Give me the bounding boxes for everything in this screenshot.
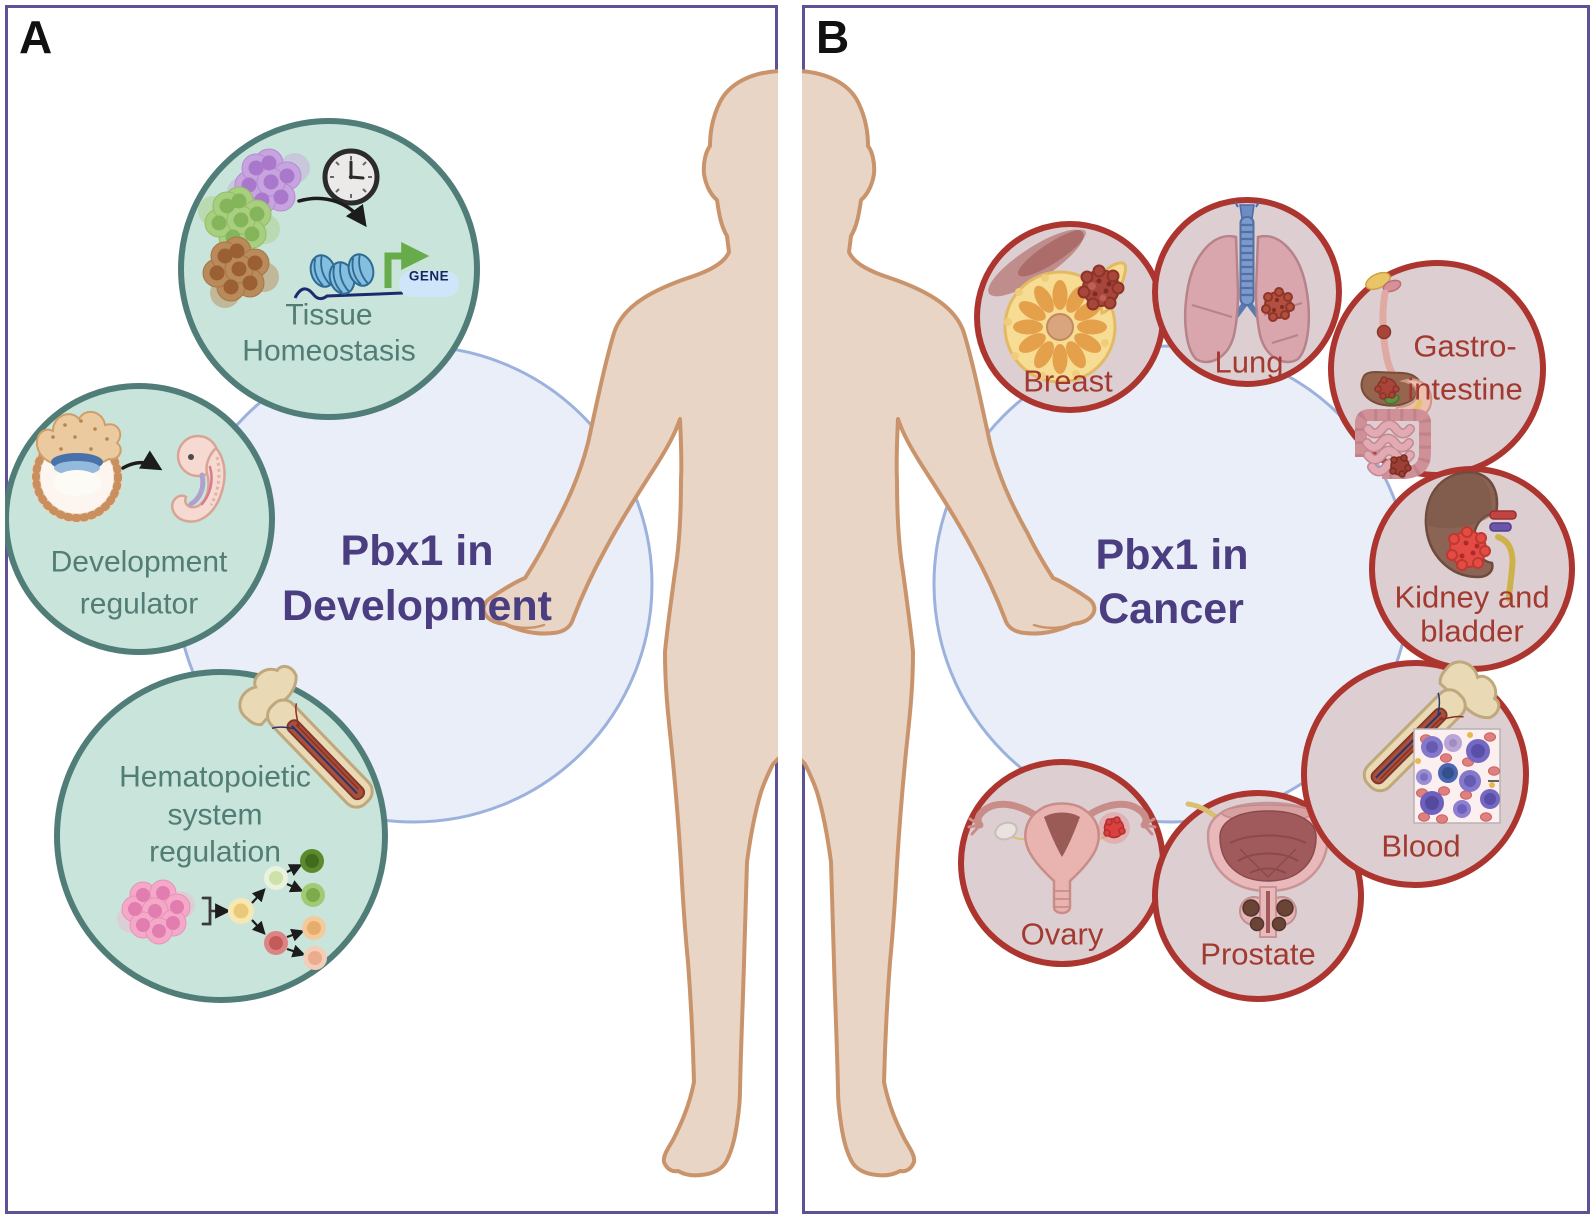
hematopoietic-bubble: Hematopoietic system regulation (54, 664, 388, 1003)
gene-label-pill (399, 271, 459, 297)
kidney-bladder-label-line1: Kidney and (1394, 580, 1549, 615)
blastocyst-illustration (31, 410, 123, 523)
tissue-homeostasis-label-line2: Homeostasis (242, 335, 415, 368)
breast-bubble: Breast (974, 221, 1166, 413)
breast-illustration (988, 229, 1127, 384)
gastro-intestine-bubble: Gastro- intestine (1328, 260, 1546, 479)
kidney-bladder-label-line2: bladder (1420, 614, 1523, 649)
blastocyst-to-embryo-arrow-icon (121, 450, 163, 471)
blood-smear-icon (1413, 728, 1501, 824)
hematopoietic-label-line2: system (167, 799, 262, 832)
blood-label: Blood (1381, 829, 1460, 864)
clock-icon (322, 148, 380, 206)
kidney-illustration (1424, 471, 1517, 602)
panel-a: GENE Tissue Homeostasis Dev (5, 5, 778, 1214)
tissue-homeostasis-bubble: GENE Tissue Homeostasis (178, 118, 480, 420)
prostate-label: Prostate (1200, 937, 1315, 972)
panel-b-title-line1: Pbx1 in (1096, 531, 1249, 579)
lung-bubble: Lung (1152, 197, 1342, 387)
development-regulator-label-line2: regulator (80, 588, 198, 621)
uterus-ovary-illustration (967, 800, 1157, 915)
development-regulator-bubble: Development regulator (5, 383, 275, 655)
intestine-tumor-icon (1389, 454, 1412, 478)
kidney-tumor-icon (1446, 526, 1491, 571)
gi-tract-illustration (1355, 271, 1433, 479)
nucleosome-dna-illustration: GENE (293, 242, 459, 301)
embryo-illustration (171, 434, 226, 523)
lung-illustration (1183, 201, 1311, 364)
bladder-prostate-illustration (1185, 801, 1351, 938)
breast-label: Breast (1023, 364, 1113, 399)
cells-to-gene-arrow-icon (297, 196, 367, 228)
panel-a-letter: A (19, 11, 52, 63)
gastro-intestine-label-line1: Gastro- (1413, 329, 1516, 364)
stem-cell-cluster-icon (117, 879, 195, 945)
panel-b-title-line2: Cancer (1098, 585, 1244, 633)
transcription-arrow-icon (384, 242, 430, 288)
tissue-homeostasis-label-line1: Tissue (285, 299, 372, 332)
cell-clusters-icon (198, 148, 310, 308)
lung-label: Lung (1215, 345, 1284, 380)
lung-tumor-icon (1261, 287, 1295, 322)
breast-tumor-icon (1077, 264, 1125, 311)
panel-b: Breast Lung (802, 5, 1590, 1214)
gene-label: GENE (409, 269, 449, 284)
blood-bubble: Blood (1301, 660, 1529, 888)
panel-a-title-line1: Pbx1 in (341, 527, 494, 575)
human-body-silhouette (481, 69, 778, 1178)
bone-marrow-icon (238, 664, 374, 809)
human-body-silhouette (802, 69, 1097, 1178)
hematopoietic-label-line1: Hematopoietic (119, 761, 311, 794)
ovary-label: Ovary (1021, 917, 1104, 952)
prostate-bubble: Prostate (1152, 790, 1364, 1002)
differentiation-tree-icon (201, 849, 327, 970)
hematopoietic-label-line3: regulation (149, 836, 281, 869)
panel-b-letter: B (816, 11, 849, 63)
liver-tumor-icon (1374, 376, 1400, 400)
prostate-tumor-icon (1242, 899, 1294, 932)
development-regulator-label-line1: Development (51, 546, 228, 579)
ovary-tumor-icon (1098, 812, 1130, 844)
panel-a-title-line2: Development (282, 582, 552, 630)
ovary-bubble: Ovary (958, 759, 1166, 967)
kidney-bladder-bubble: Kidney and bladder (1369, 466, 1575, 672)
gastro-intestine-label-line2: intestine (1407, 372, 1522, 407)
